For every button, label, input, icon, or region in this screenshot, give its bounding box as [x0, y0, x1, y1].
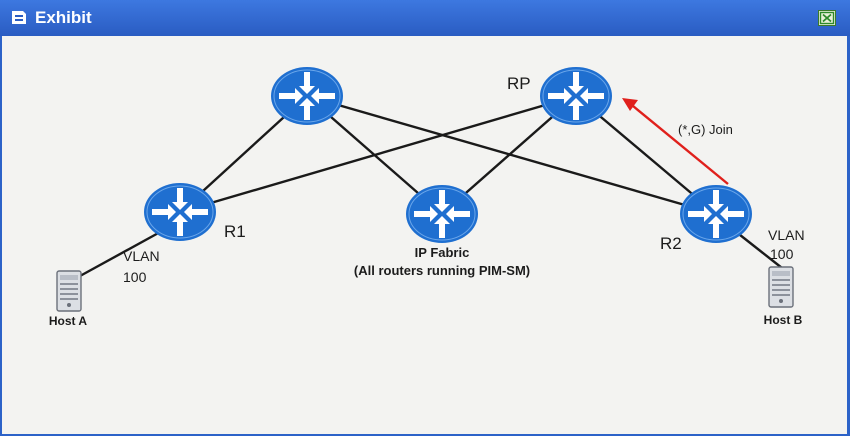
router-rp[interactable]	[539, 66, 613, 126]
link-r2-hostb	[734, 230, 783, 269]
host-b-icon[interactable]	[768, 266, 794, 308]
link-topleft-r2	[306, 94, 717, 216]
exhibit-window-icon	[12, 11, 26, 24]
router-r1[interactable]	[143, 182, 217, 242]
vlan-right-number: 100	[770, 246, 794, 262]
host-b-label: Host B	[764, 313, 803, 327]
rp-label: RP	[507, 74, 531, 93]
join-label: (*,G) Join	[678, 122, 733, 137]
router-fabric[interactable]	[405, 184, 479, 244]
link-r1-rp	[179, 94, 577, 214]
fabric-label-line2: (All routers running PIM-SM)	[354, 263, 530, 278]
link-r1-hosta	[79, 229, 163, 278]
vlan-right-label: VLAN	[768, 227, 805, 243]
host-a-label: Host A	[49, 314, 88, 328]
r1-label: R1	[224, 222, 246, 241]
close-icon	[819, 11, 835, 25]
vlan-left-number: 100	[123, 269, 147, 285]
router-r2[interactable]	[679, 184, 753, 244]
window-title: Exhibit	[35, 8, 92, 27]
close-button[interactable]	[818, 10, 836, 26]
title-bar[interactable]: Exhibit	[0, 0, 850, 36]
vlan-left-label: VLAN	[123, 248, 160, 264]
fabric-label-line1: IP Fabric	[415, 245, 470, 260]
host-a-icon[interactable]	[56, 270, 82, 312]
join-arrow	[622, 98, 729, 185]
router-top-left[interactable]	[270, 66, 344, 126]
network-diagram: RP R1 R2 IP Fabric (All routers running …	[49, 66, 805, 328]
exhibit-canvas: RP R1 R2 IP Fabric (All routers running …	[2, 36, 847, 434]
r2-label: R2	[660, 234, 682, 253]
